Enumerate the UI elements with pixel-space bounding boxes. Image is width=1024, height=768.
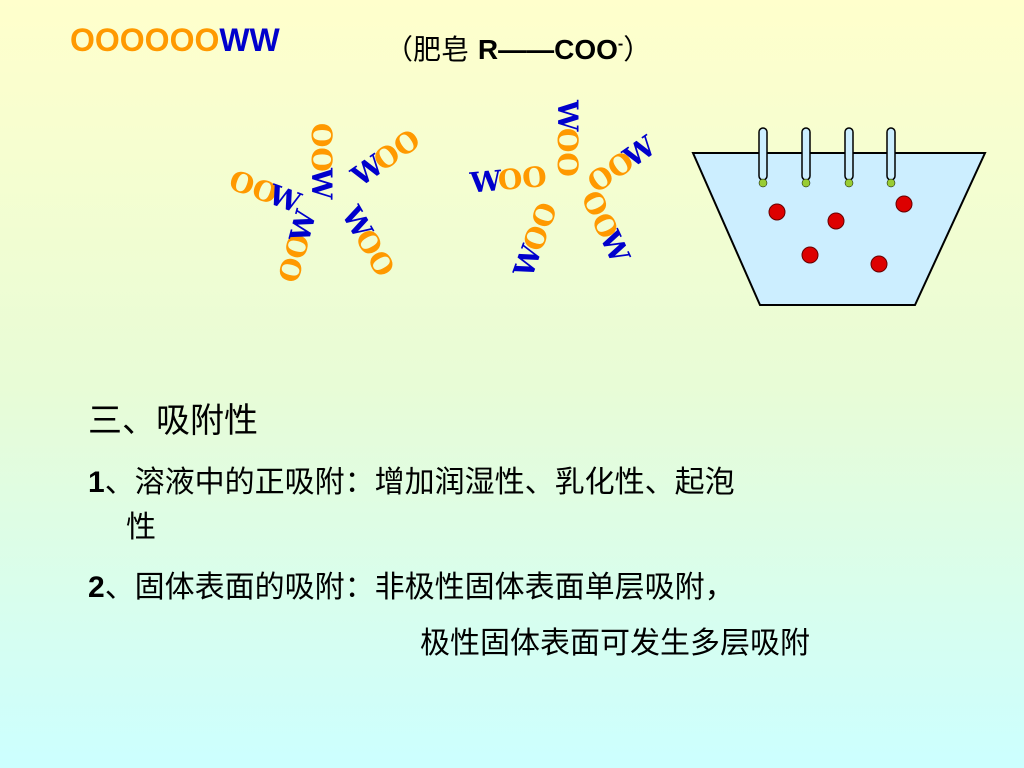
item-2-continued: 极性固体表面可发生多层吸附: [420, 626, 810, 661]
formula-charge: -: [617, 35, 624, 53]
molecule: WOO: [551, 99, 584, 177]
molecule: OOW: [574, 186, 636, 269]
svg-text:OO: OO: [497, 160, 548, 197]
molecule: OOW: [272, 206, 323, 286]
molecule: OOW: [581, 129, 662, 200]
formula-r-coo: R——COO: [477, 34, 618, 65]
svg-text:OO: OO: [551, 128, 584, 177]
molecule: WOO: [468, 160, 548, 200]
item-1-number: 1: [88, 466, 105, 499]
molecule: WOO: [334, 199, 401, 282]
svg-text:W: W: [551, 99, 584, 132]
tail-legend: OOOOOO: [70, 22, 220, 58]
formula-close: ）: [623, 33, 652, 66]
item-1-text: 、溶液中的正吸附：增加润湿性、乳化性、起泡: [104, 465, 735, 500]
micelle-diagram: OOW WOO OOW OOW WOO WOO OOW WOO WOO OOW: [225, 99, 987, 306]
svg-text:OO: OO: [517, 198, 565, 255]
svg-text:W: W: [468, 164, 504, 200]
beaker-body: [691, 152, 987, 306]
surface-molecules: [758, 127, 896, 188]
section-heading: 三、吸附性: [88, 401, 258, 441]
soap-formula: （肥皂 R——COO-）: [385, 28, 651, 68]
head-legend: WW: [219, 22, 280, 58]
item-2-text: 、固体表面的吸附：非极性固体表面单层吸附，: [104, 570, 735, 605]
item-1: 1、溶液中的正吸附：增加润湿性、乳化性、起泡: [88, 457, 735, 501]
legend-header: OOOOOOWW: [70, 22, 280, 59]
item-2-number: 2: [88, 571, 105, 604]
svg-text:W: W: [305, 167, 338, 200]
molecule: WOO: [345, 123, 427, 194]
formula-open: （肥皂: [385, 33, 478, 66]
svg-text:OO: OO: [305, 123, 338, 172]
particles: [768, 195, 913, 273]
beaker: [691, 127, 987, 306]
molecule: WOO: [507, 198, 565, 282]
micelle-left: OOW WOO OOW OOW WOO: [225, 123, 427, 286]
item-1-continued: 性: [126, 510, 156, 545]
micelle-right: WOO OOW WOO WOO OOW: [468, 99, 663, 282]
item-2: 2、固体表面的吸附：非极性固体表面单层吸附，: [88, 562, 735, 606]
molecule: OOW: [305, 123, 338, 200]
